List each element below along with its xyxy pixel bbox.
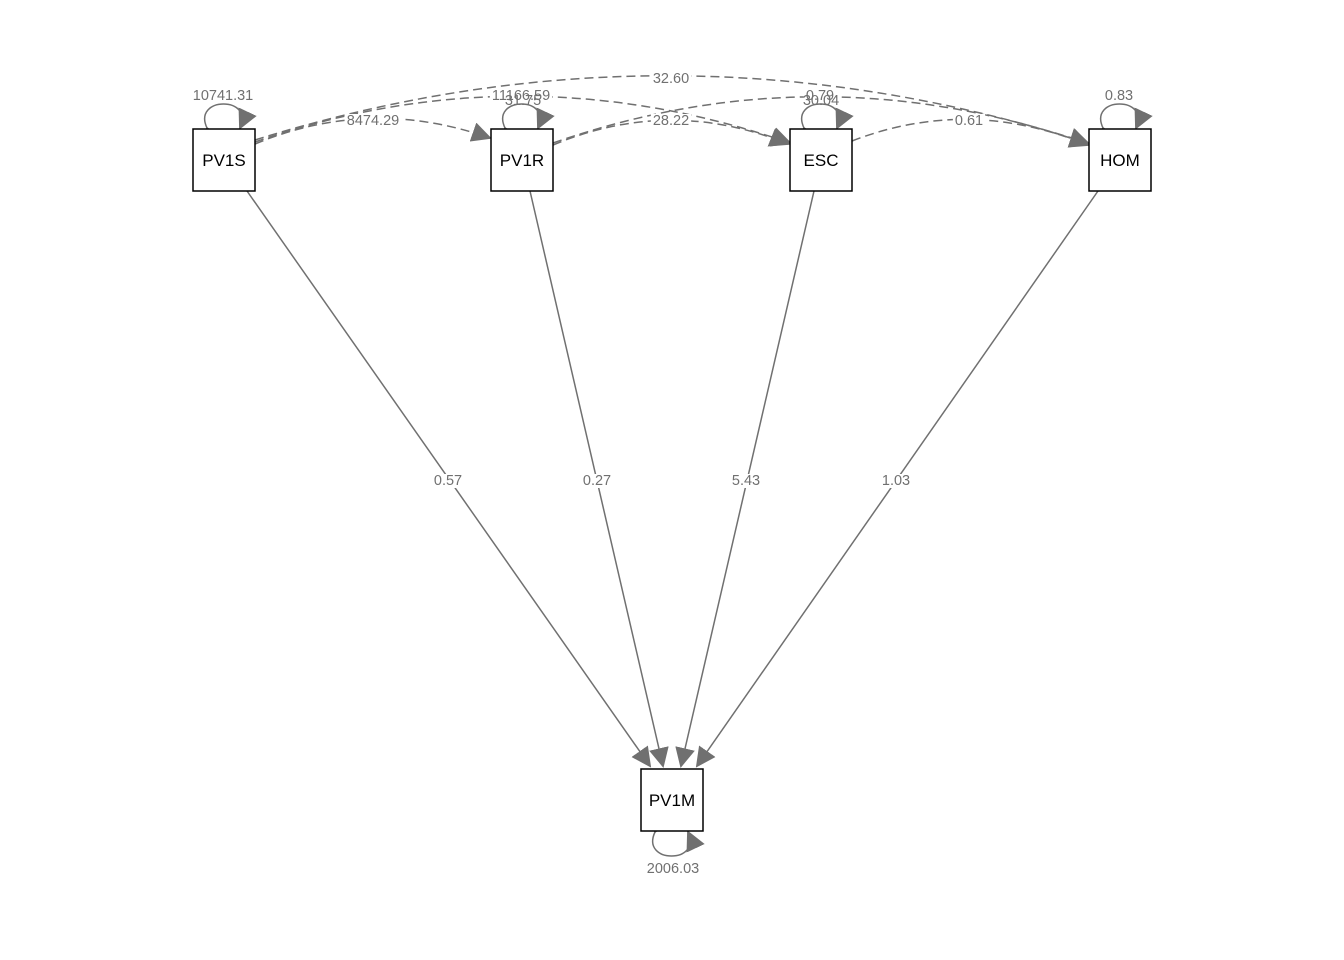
label-halo [952, 114, 986, 128]
label-halo [729, 474, 763, 488]
var-loop-pv1s [204, 103, 257, 149]
node-pv1r-label: PV1R [500, 151, 544, 170]
label-regression-hom-pv1m: 1.03 [882, 473, 910, 489]
var-loop-hom [1100, 103, 1153, 149]
node-pv1s-box [192, 128, 256, 192]
observed-variables: PV1S PV1R ESC HOM PV1M [192, 128, 1152, 832]
label-regression-esc-pv1m: 5.43 [732, 473, 760, 489]
label-covariance-pv1r-hom: 0.79 [806, 88, 834, 104]
node-esc-label: ESC [804, 151, 839, 170]
node-pv1r: PV1R [490, 128, 554, 192]
label-halo [344, 114, 402, 128]
label-covariance-pv1s-esc: 11166.59 [492, 88, 550, 104]
label-variance-pv1s: 10741.31 [193, 88, 253, 104]
node-pv1r-box [490, 128, 554, 192]
label-halo [879, 474, 913, 488]
regression-paths [246, 190, 1099, 768]
node-pv1m: PV1M [640, 768, 704, 832]
var-loop-pv1m [652, 811, 705, 857]
edge-labels: 0.57 0.27 5.43 1.03 8474.29 11166.59 32.… [193, 71, 1133, 877]
node-hom: HOM [1088, 128, 1152, 192]
label-variance-esc: 30.04 [803, 93, 839, 109]
label-halo [580, 474, 614, 488]
variance-loops [204, 103, 1153, 857]
label-covariance-pv1s-pv1r: 8474.29 [347, 113, 399, 129]
label-variance-pv1r: 31.75 [505, 93, 541, 109]
node-pv1s-label: PV1S [202, 151, 245, 170]
label-regression-pv1s-pv1m: 0.57 [434, 473, 462, 489]
node-pv1s: PV1S [192, 128, 256, 192]
label-covariance-esc-hom: 0.61 [955, 113, 983, 129]
var-loop-pv1r [502, 103, 555, 149]
node-esc-box [789, 128, 853, 192]
label-variance-pv1m: 2006.03 [647, 861, 699, 877]
label-regression-pv1r-pv1m: 0.27 [583, 473, 611, 489]
label-covariance-pv1r-esc: 28.22 [653, 113, 689, 129]
label-halo [803, 89, 837, 103]
label-halo [650, 114, 692, 128]
node-hom-label: HOM [1100, 151, 1140, 170]
node-esc: ESC [789, 128, 853, 192]
var-loop-esc [801, 103, 854, 149]
label-halo [489, 89, 553, 103]
node-pv1m-box [640, 768, 704, 832]
label-halo [431, 474, 465, 488]
node-hom-box [1088, 128, 1152, 192]
node-pv1m-label: PV1M [649, 791, 695, 810]
label-covariance-pv1s-hom: 32.60 [653, 71, 689, 87]
label-halo [650, 72, 692, 86]
label-variance-hom: 0.83 [1105, 88, 1133, 104]
